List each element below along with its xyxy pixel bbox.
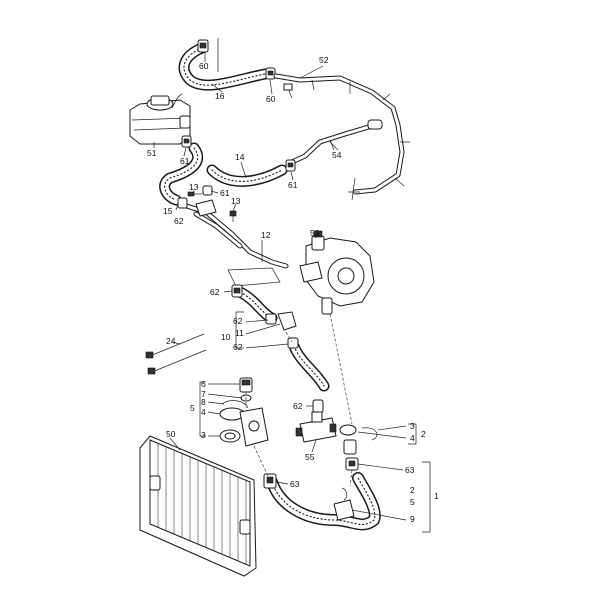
callout-4-left: 4 xyxy=(201,407,206,417)
connector-flange-5 xyxy=(239,407,269,447)
callout-14: 14 xyxy=(235,152,245,162)
callout-60-lower: 60 xyxy=(266,94,276,104)
hose-clamp-62-valve xyxy=(312,399,324,413)
callout-62-bracket-bottom: 62 xyxy=(233,342,243,352)
connector-11 xyxy=(265,311,297,331)
hose-clamp-60-upper xyxy=(197,39,209,53)
callout-5-left: 5 xyxy=(190,403,195,413)
bolt-13-upper xyxy=(187,191,202,197)
pipe-12 xyxy=(177,199,289,269)
connector-right xyxy=(343,439,357,455)
callout-60-upper: 60 xyxy=(199,61,209,71)
radiator-fins xyxy=(157,444,247,564)
sensor-6 xyxy=(239,377,253,393)
callout-62-bracket-top: 62 xyxy=(233,316,243,326)
callout-13-lower: 13 xyxy=(231,196,241,206)
valve-55 xyxy=(295,411,337,443)
callout-61-left: 61 xyxy=(180,156,190,166)
gasket-outline xyxy=(227,267,281,287)
bracket-2-upper xyxy=(357,423,417,445)
callout-labels: 60 16 60 52 51 61 14 54 61 13 61 15 62 1… xyxy=(147,55,439,524)
leader-lines xyxy=(153,38,431,533)
callout-5-right: 5 xyxy=(410,497,415,507)
callout-9: 9 xyxy=(410,514,415,524)
callout-4-right: 4 xyxy=(410,433,415,443)
coolant-pump-53 xyxy=(299,230,375,315)
callout-15: 15 xyxy=(163,206,173,216)
callout-3-right: 3 xyxy=(410,421,415,431)
cable-ties-24 xyxy=(145,333,207,375)
callout-7: 7 xyxy=(201,389,206,399)
bracket-1 xyxy=(351,461,431,533)
bracket-5-left xyxy=(199,381,243,437)
callout-62-valve: 62 xyxy=(293,401,303,411)
callout-12: 12 xyxy=(261,230,271,240)
gasket-3-left xyxy=(219,429,241,443)
hose-clamp-62-upper xyxy=(177,197,188,209)
callout-63-left: 63 xyxy=(290,479,300,489)
hose-16 xyxy=(178,42,271,91)
callout-55: 55 xyxy=(305,452,315,462)
callout-62-upper: 62 xyxy=(174,216,184,226)
callout-16: 16 xyxy=(215,91,225,101)
callout-2-lower: 2 xyxy=(410,485,415,495)
hose-lower-radiator xyxy=(266,472,381,531)
hose-clamp-63-right xyxy=(345,457,359,471)
expansion-tank-51 xyxy=(129,93,191,145)
callout-24: 24 xyxy=(166,336,176,346)
hose-14 xyxy=(206,164,288,187)
hose-clamp-62-left xyxy=(231,284,243,298)
pipe-54 xyxy=(289,119,383,165)
hose-clamp-60-lower xyxy=(265,67,276,80)
callout-2-upper: 2 xyxy=(421,429,426,439)
alignment-lines xyxy=(245,313,353,487)
callout-50: 50 xyxy=(166,429,176,439)
clip-8 xyxy=(221,400,249,409)
callout-61-right: 61 xyxy=(288,180,298,190)
hose-clamp-62-lower xyxy=(287,337,299,349)
pipe-52 xyxy=(273,73,410,201)
hose-clamp-61-left xyxy=(181,135,192,148)
callout-51: 51 xyxy=(147,148,157,158)
callout-61-middle: 61 xyxy=(220,188,230,198)
callout-3-left: 3 xyxy=(201,430,206,440)
hose-clamp-63-left xyxy=(263,473,277,489)
callout-8: 8 xyxy=(201,397,206,407)
callout-6: 6 xyxy=(201,379,206,389)
callout-62-hose-left: 62 xyxy=(210,287,220,297)
callout-54: 54 xyxy=(332,150,342,160)
callout-53: 53 xyxy=(310,228,320,238)
bracket-10 xyxy=(235,311,289,349)
callout-13-upper: 13 xyxy=(189,182,199,192)
clip-3-right xyxy=(361,427,378,441)
seal-4-right xyxy=(339,424,357,436)
callout-63-right: 63 xyxy=(405,465,415,475)
hose-15 xyxy=(159,142,204,206)
callout-1: 1 xyxy=(434,491,439,501)
callout-52: 52 xyxy=(319,55,329,65)
connector-9 xyxy=(333,487,355,521)
hose-lower-vertical xyxy=(288,340,330,392)
callout-10: 10 xyxy=(221,332,231,342)
hose-clamp-61-right xyxy=(285,159,296,172)
bolt-13-lower xyxy=(229,210,237,222)
hose-clamp-61-middle xyxy=(202,185,213,196)
radiator-50 xyxy=(139,435,257,577)
callout-11: 11 xyxy=(235,328,244,338)
